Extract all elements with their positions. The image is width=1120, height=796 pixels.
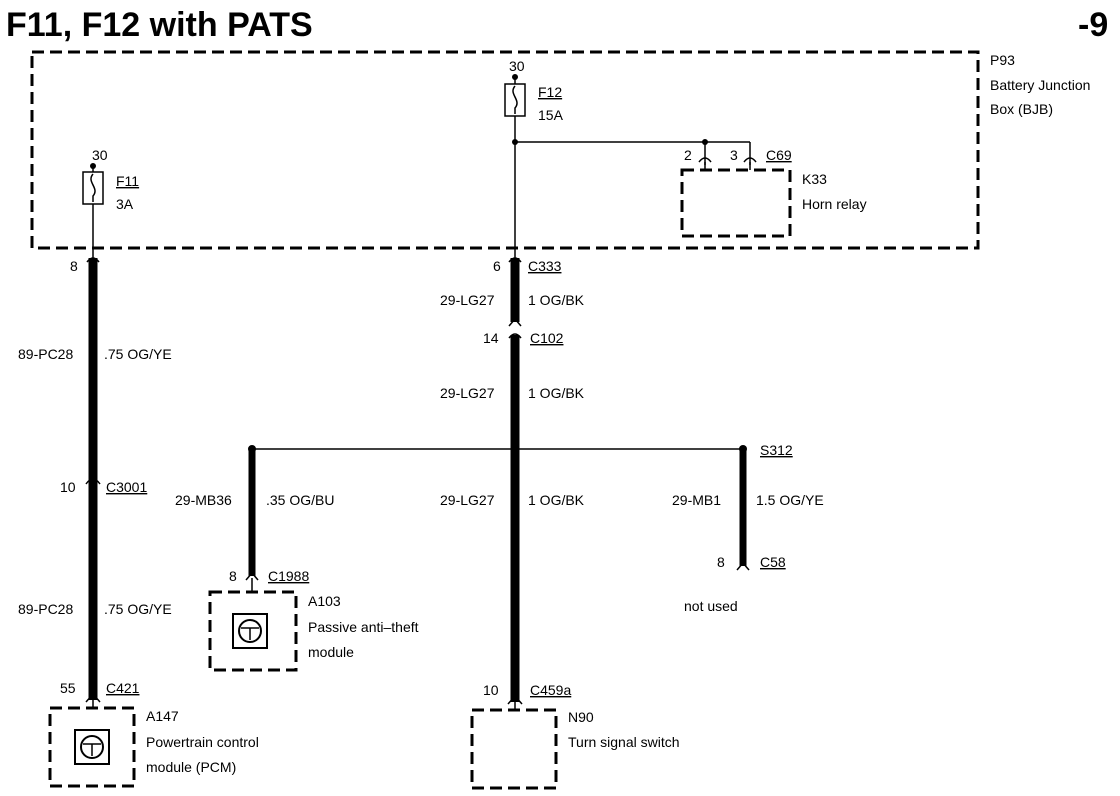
center-circuit-1: 29-LG27 <box>440 292 495 308</box>
left-circuit-a: 89-PC28 <box>18 346 73 362</box>
relay-pin3-connector <box>743 157 757 163</box>
pcm-name-line1: Powertrain control <box>146 734 259 750</box>
left-pin-top: 8 <box>70 258 78 274</box>
center-splice-junction <box>511 445 519 453</box>
left-circuit-b: 89-PC28 <box>18 601 73 617</box>
f12-element <box>512 85 518 114</box>
pcm-module-symbol-mark <box>83 743 101 756</box>
center-connector-c333: C333 <box>528 258 562 274</box>
turn-signal-switch-box <box>470 708 558 790</box>
horn-relay-box <box>680 168 792 238</box>
f11-id: F11 <box>116 173 139 189</box>
bjb-name-line1: Battery Junction <box>990 77 1090 93</box>
f12-id: F12 <box>538 84 562 100</box>
pats-circuit: 29-MB36 <box>175 492 232 508</box>
splice-circuit: 29-MB1 <box>672 492 721 508</box>
pcm-id: A147 <box>146 708 179 724</box>
c3001-connector-symbol <box>85 478 101 485</box>
f12-pin-label: 30 <box>509 58 525 74</box>
relay-connector: C69 <box>766 147 792 163</box>
c102-connector-symbol <box>508 333 522 339</box>
splice-wire: 1.5 OG/YE <box>756 492 824 508</box>
turn-switch-name: Turn signal switch <box>568 734 680 750</box>
pcm-name-line2: module (PCM) <box>146 759 236 775</box>
splice-note: not used <box>684 598 738 614</box>
bjb-id: P93 <box>990 52 1015 68</box>
center-wire-1: 1 OG/BK <box>528 292 585 308</box>
c1988-connector-symbol <box>245 571 259 581</box>
left-pin-mid: 10 <box>60 479 76 495</box>
pcm-module-symbol-circle <box>80 735 104 759</box>
center-connector-c102: C102 <box>530 330 564 346</box>
splice-connector: C58 <box>760 554 786 570</box>
left-connector-bottom: C421 <box>106 680 140 696</box>
pats-pin: 8 <box>229 568 237 584</box>
pats-module-name-line2: module <box>308 644 354 660</box>
turn-switch-id: N90 <box>568 709 594 725</box>
center-pin-bottom: 10 <box>483 682 499 698</box>
f11-rating: 3A <box>116 196 134 212</box>
pats-module-box <box>208 590 298 672</box>
f11-element <box>90 173 96 202</box>
splice-id: S312 <box>760 442 793 458</box>
bjb-name-line2: Box (BJB) <box>990 101 1053 117</box>
c58-connector-symbol <box>736 561 750 571</box>
c459a-connector-symbol <box>507 694 523 705</box>
center-circuit-3: 29-LG27 <box>440 492 495 508</box>
c421-connector-symbol <box>85 692 101 703</box>
horn-relay-id: K33 <box>802 171 827 187</box>
page-number: -9 <box>1078 6 1108 44</box>
f12-rating: 15A <box>538 107 564 123</box>
f11-pin-label: 30 <box>92 147 108 163</box>
pats-wire: .35 OG/BU <box>266 492 334 508</box>
left-connector-mid: C3001 <box>106 479 147 495</box>
pcm-module-box <box>48 706 136 788</box>
center-pin-c102: 14 <box>483 330 499 346</box>
center-circuit-2: 29-LG27 <box>440 385 495 401</box>
left-wire-b: .75 OG/YE <box>104 601 172 617</box>
relay-pin-b: 3 <box>730 147 738 163</box>
relay-pin2-connector <box>698 157 712 163</box>
battery-junction-box-outline <box>30 50 980 250</box>
left-pin-bottom: 55 <box>60 680 76 696</box>
pats-connector: C1988 <box>268 568 309 584</box>
pats-module-name-line1: Passive anti–theft <box>308 619 419 635</box>
relay-pin-a: 2 <box>684 147 692 163</box>
pats-module-id: A103 <box>308 593 341 609</box>
pats-module-symbol-mark <box>241 627 259 640</box>
diagram-title: F11, F12 with PATS <box>6 6 313 44</box>
left-wire-a: .75 OG/YE <box>104 346 172 362</box>
horn-relay-name: Horn relay <box>802 196 867 212</box>
center-connector-bottom: C459a <box>530 682 571 698</box>
c102-connector-symbol-top <box>508 317 522 327</box>
pats-module-symbol-circle <box>238 619 262 643</box>
splice-pin: 8 <box>717 554 725 570</box>
center-wire-3: 1 OG/BK <box>528 492 585 508</box>
center-wire-2: 1 OG/BK <box>528 385 585 401</box>
center-pin-c333: 6 <box>493 258 501 274</box>
